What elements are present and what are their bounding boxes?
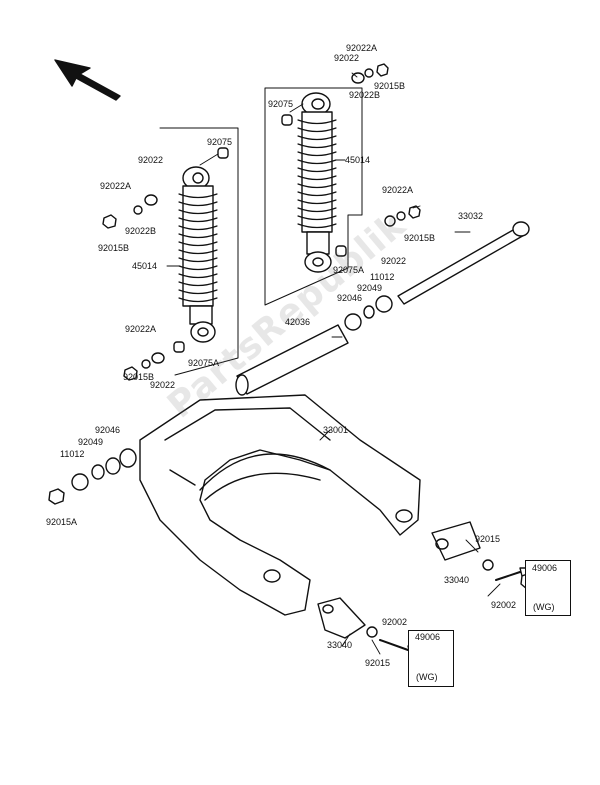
part-label: 42036 [285, 317, 311, 327]
part-label: 92022A [125, 324, 157, 334]
front-direction-arrow-icon [54, 59, 121, 101]
leader-lines [166, 72, 501, 655]
part-label: 45014 [132, 261, 158, 271]
part-label: 92022 [138, 155, 164, 165]
part-label: 49006 [532, 563, 558, 573]
part-label: 92022 [381, 256, 407, 266]
part-label: 92075 [268, 99, 294, 109]
part-label: 92049 [78, 437, 104, 447]
part-label: 33032 [458, 211, 484, 221]
part-label: 92075 [207, 137, 233, 147]
swing-arm [48, 394, 421, 616]
part-label: 92002 [382, 617, 408, 627]
part-label: 92015B [123, 372, 155, 382]
part-label: 92015 [365, 658, 391, 668]
wg-callout-box [408, 630, 454, 687]
part-label: 92022A [100, 181, 132, 191]
part-label: 33040 [327, 640, 353, 650]
part-label: 92022A [382, 185, 414, 195]
part-label: 11012 [370, 272, 395, 282]
part-label: 33040 [444, 575, 470, 585]
part-label: (WG) [533, 602, 555, 612]
part-label: 92022 [334, 53, 360, 63]
part-label: 92015B [374, 81, 406, 91]
part-label: 92002 [491, 600, 517, 610]
part-label: 92022B [125, 226, 157, 236]
part-label: 49006 [415, 632, 441, 642]
part-label: 92075A [188, 358, 220, 368]
part-label: 11012 [60, 449, 85, 459]
part-label: 92015B [404, 233, 436, 243]
wg-callout-box [525, 560, 571, 616]
part-label: (WG) [416, 672, 438, 682]
part-label: 92046 [95, 425, 121, 435]
part-label: 92046 [337, 293, 363, 303]
part-label: 92049 [357, 283, 383, 293]
part-label: 92022A [346, 43, 378, 53]
part-label: 92075A [333, 265, 365, 275]
part-label: 92022 [150, 380, 176, 390]
part-label: 92015 [475, 534, 501, 544]
right-shock-absorber [264, 63, 421, 306]
part-label: 45014 [345, 155, 371, 165]
part-label: 33001 [323, 425, 349, 435]
left-shock-absorber [102, 127, 239, 381]
part-label: 92022B [349, 90, 381, 100]
pivot-sleeve [235, 324, 349, 396]
part-label: 92015A [46, 517, 78, 527]
pivot-shaft [344, 221, 530, 331]
part-label: 92015B [98, 243, 130, 253]
